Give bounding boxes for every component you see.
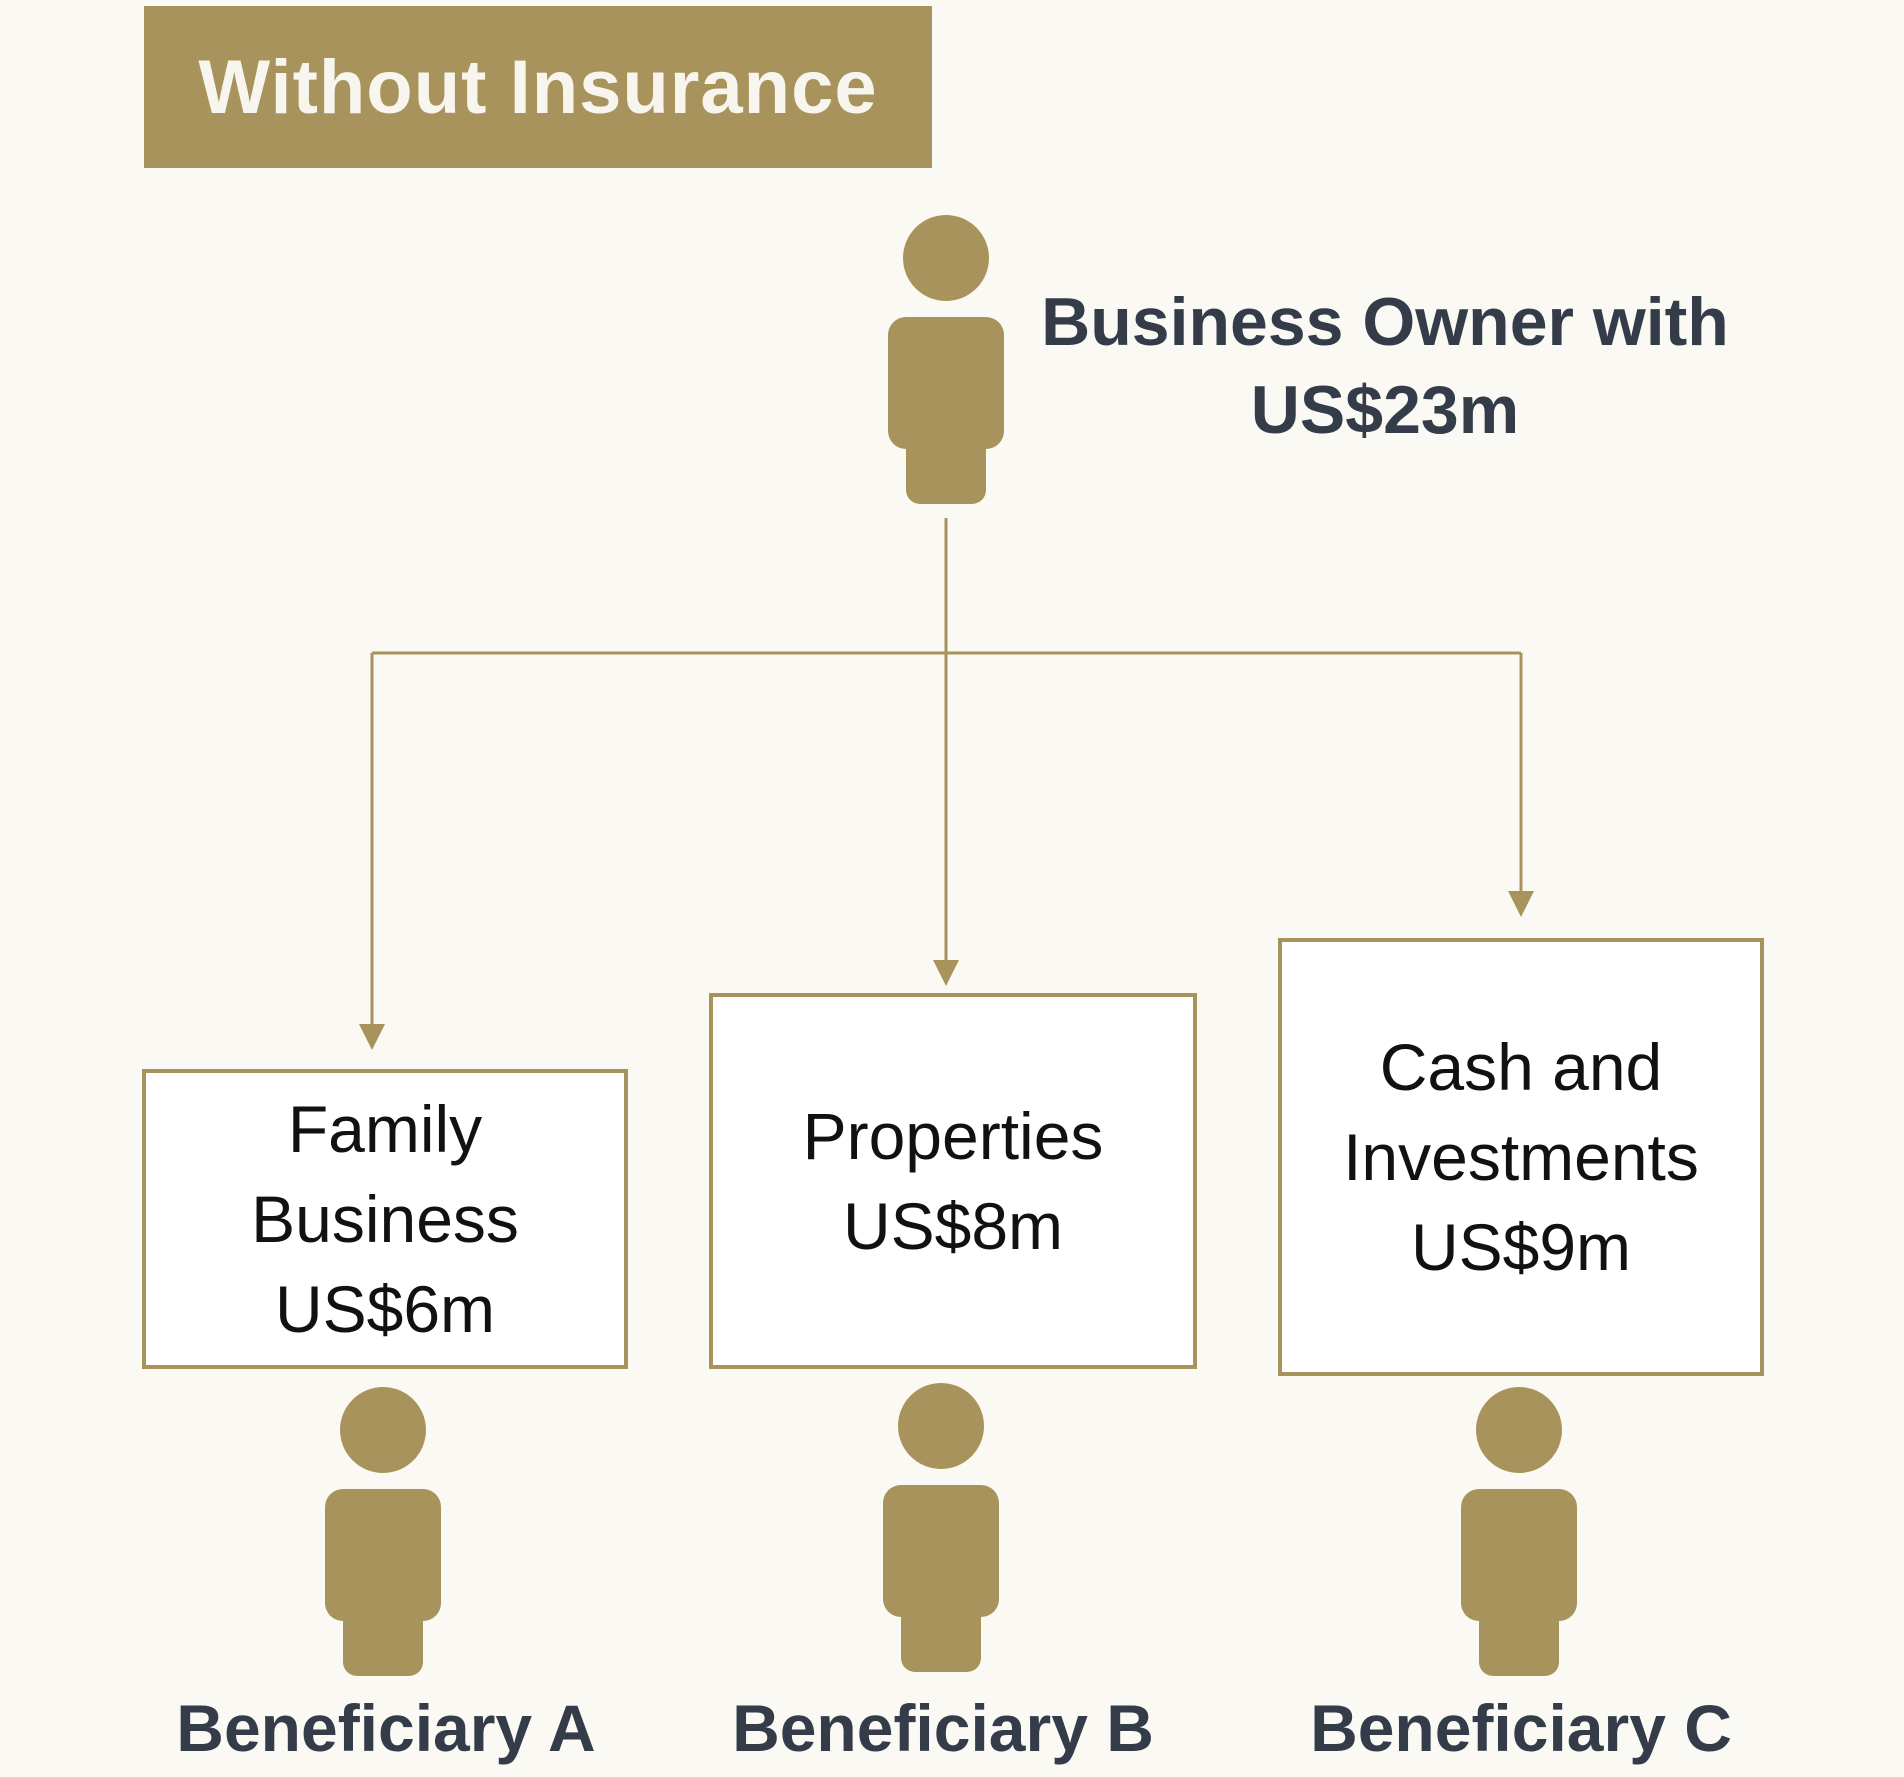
header-banner: Without Insurance bbox=[144, 6, 932, 168]
beneficiary-a-label: Beneficiary A bbox=[176, 1691, 596, 1765]
arrowhead-properties bbox=[933, 960, 959, 986]
owner-label-line1: Business Owner with bbox=[1041, 284, 1729, 360]
beneficiary-c-person-icon bbox=[1461, 1387, 1577, 1676]
asset-line: Family bbox=[287, 1092, 483, 1166]
owner-person-icon bbox=[888, 215, 1004, 504]
asset-line: Business bbox=[251, 1182, 519, 1256]
header-title: Without Insurance bbox=[198, 44, 878, 130]
arrowhead-family-business bbox=[359, 1024, 385, 1050]
business-owner-label: Business Owner with US$23m bbox=[1040, 278, 1730, 454]
asset-value: US$8m bbox=[842, 1189, 1064, 1263]
asset-value: US$6m bbox=[274, 1272, 496, 1346]
asset-value: US$9m bbox=[1410, 1210, 1632, 1284]
asset-box-cash-investments: Cash and Investments US$9m bbox=[1278, 938, 1764, 1376]
asset-box-family-business: Family Business US$6m bbox=[142, 1069, 628, 1369]
asset-line: Properties bbox=[802, 1099, 1104, 1173]
beneficiary-b-person-icon bbox=[883, 1383, 999, 1672]
beneficiary-c-label: Beneficiary C bbox=[1310, 1691, 1732, 1765]
owner-label-line2: US$23m bbox=[1250, 372, 1520, 448]
asset-line: Cash and bbox=[1379, 1030, 1663, 1104]
arrowhead-cash-investments bbox=[1508, 891, 1534, 917]
asset-box-properties: Properties US$8m bbox=[709, 993, 1197, 1369]
beneficiary-b-label: Beneficiary B bbox=[732, 1691, 1154, 1765]
asset-line: Investments bbox=[1343, 1120, 1699, 1194]
beneficiary-a-person-icon bbox=[325, 1387, 441, 1676]
